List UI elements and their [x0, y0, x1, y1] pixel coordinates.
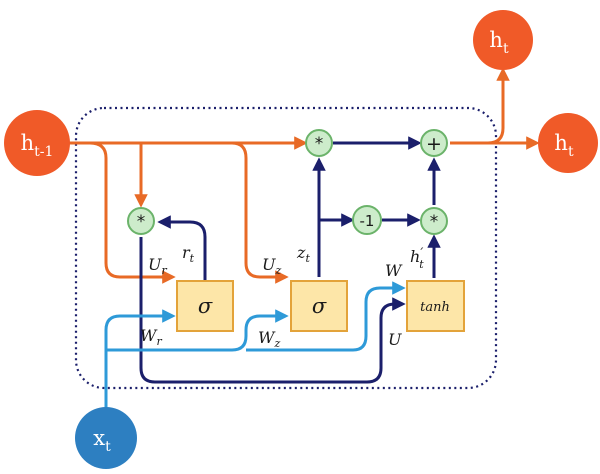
- svg-text:ht: ht: [489, 28, 509, 57]
- line-to-hout-top: [487, 67, 510, 145]
- label-W: W: [385, 261, 403, 280]
- svg-text:-1: -1: [360, 212, 375, 230]
- svg-text:ht: ht: [554, 131, 574, 160]
- label-U: U: [388, 330, 402, 349]
- svg-text:*: *: [430, 212, 439, 232]
- mult-top-op: *: [305, 129, 333, 157]
- cell-boundary: [74, 106, 498, 390]
- svg-text:xt: xt: [93, 426, 111, 455]
- label-zt: zt: [296, 243, 310, 265]
- svg-text:ht-1: ht-1: [21, 131, 54, 160]
- line-hprev-to-reset-gate: [89, 141, 176, 284]
- line-hprev-to-update-gate: [231, 141, 289, 284]
- minus-one-op: -1: [352, 205, 382, 235]
- mult-candidate-op: *: [420, 207, 448, 235]
- svg-text:+: +: [426, 133, 442, 155]
- candidate-gate-box: [406, 280, 465, 332]
- label-rt: rt: [182, 243, 195, 265]
- label-Ur: Ur: [148, 255, 167, 277]
- mult-reset-op: *: [127, 207, 155, 235]
- line-xt-to-reset-gate: [104, 309, 176, 331]
- node-h-prev: ht-1: [4, 110, 70, 176]
- line-reset-mult-to-tanh: [139, 237, 406, 384]
- label-hprime: h′t: [410, 246, 424, 271]
- node-x-in: xt: [75, 407, 137, 469]
- node-h-out-right: ht: [538, 113, 598, 173]
- label-Uz: Uz: [262, 255, 281, 277]
- update-gate-label: σ: [312, 294, 327, 318]
- reset-gate-label: σ: [198, 294, 213, 318]
- label-Wz: Wz: [258, 328, 280, 350]
- svg-text:*: *: [315, 134, 324, 154]
- label-Wr: Wr: [140, 326, 162, 348]
- candidate-gate-label: tanh: [420, 300, 450, 315]
- line-xt-to-tanh: [246, 281, 406, 352]
- reset-gate-box: [176, 280, 234, 332]
- line-rt-to-mult: [157, 215, 207, 280]
- line-xt-to-update-gate: [106, 309, 289, 352]
- plus-op: +: [420, 129, 448, 157]
- node-h-out-top: ht: [473, 10, 533, 70]
- svg-text:*: *: [137, 212, 146, 232]
- update-gate-box: [290, 280, 348, 332]
